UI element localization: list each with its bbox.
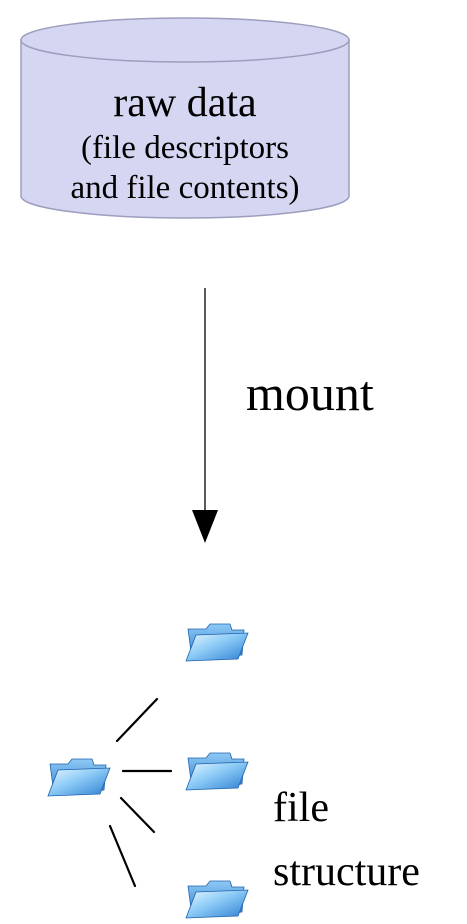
- file-structure-label-line1: file: [273, 785, 329, 831]
- database-cylinder-icon: [20, 17, 350, 219]
- connector-lower: [119, 796, 156, 834]
- mount-arrow: [192, 288, 218, 543]
- folder-icon-top: [185, 623, 249, 662]
- connector-bottom: [108, 824, 137, 888]
- tree-connectors: [108, 697, 173, 888]
- database-subtitle-line2: and file contents): [70, 170, 300, 206]
- folder-icon-root: [47, 758, 111, 797]
- database-title: raw data: [113, 80, 257, 126]
- mount-label: mount: [246, 365, 374, 421]
- database-subtitle-line1: (file descriptors: [80, 130, 289, 166]
- file-structure-label-line2: structure: [273, 849, 420, 895]
- folder-icon-middle: [185, 752, 249, 791]
- folder-icon-bottom: [185, 880, 249, 919]
- connector-top: [115, 697, 159, 743]
